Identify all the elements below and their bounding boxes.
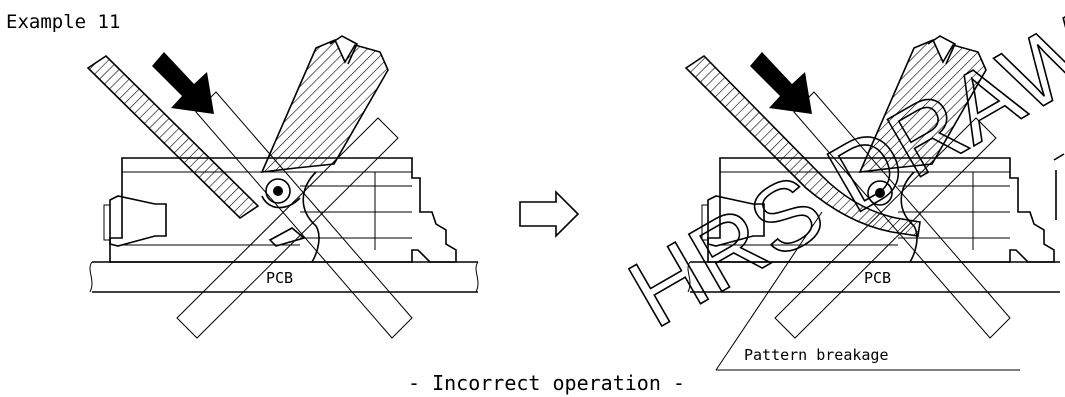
prohibited-x-mark-right bbox=[774, 91, 1011, 339]
watermark: HRS DRAWING bbox=[612, 0, 1065, 348]
fpc-cable bbox=[86, 54, 260, 220]
actuator-lever-right bbox=[858, 35, 987, 206]
solid-diagonal-arrow-icon bbox=[152, 52, 214, 114]
fpc-cable-bent bbox=[684, 54, 921, 237]
right-figure: Pattern breakage PCB bbox=[684, 35, 1065, 371]
outline-right-arrow-icon bbox=[519, 190, 580, 238]
pcb-label: PCB bbox=[266, 269, 293, 287]
pcb-label-right: PCB bbox=[864, 269, 891, 287]
connector-housing bbox=[103, 157, 457, 263]
left-figure: PCB bbox=[86, 35, 479, 339]
solid-diagonal-arrow-icon-right bbox=[750, 52, 812, 114]
caption: - Incorrect operation - bbox=[408, 371, 685, 395]
connector-housing-right bbox=[701, 153, 1065, 263]
callout-leader bbox=[715, 211, 1020, 371]
example-label: Example 11 bbox=[6, 11, 120, 33]
callout-pattern-breakage: Pattern breakage bbox=[744, 346, 889, 364]
actuator-lever bbox=[260, 35, 389, 209]
prohibited-x-mark bbox=[176, 91, 413, 339]
